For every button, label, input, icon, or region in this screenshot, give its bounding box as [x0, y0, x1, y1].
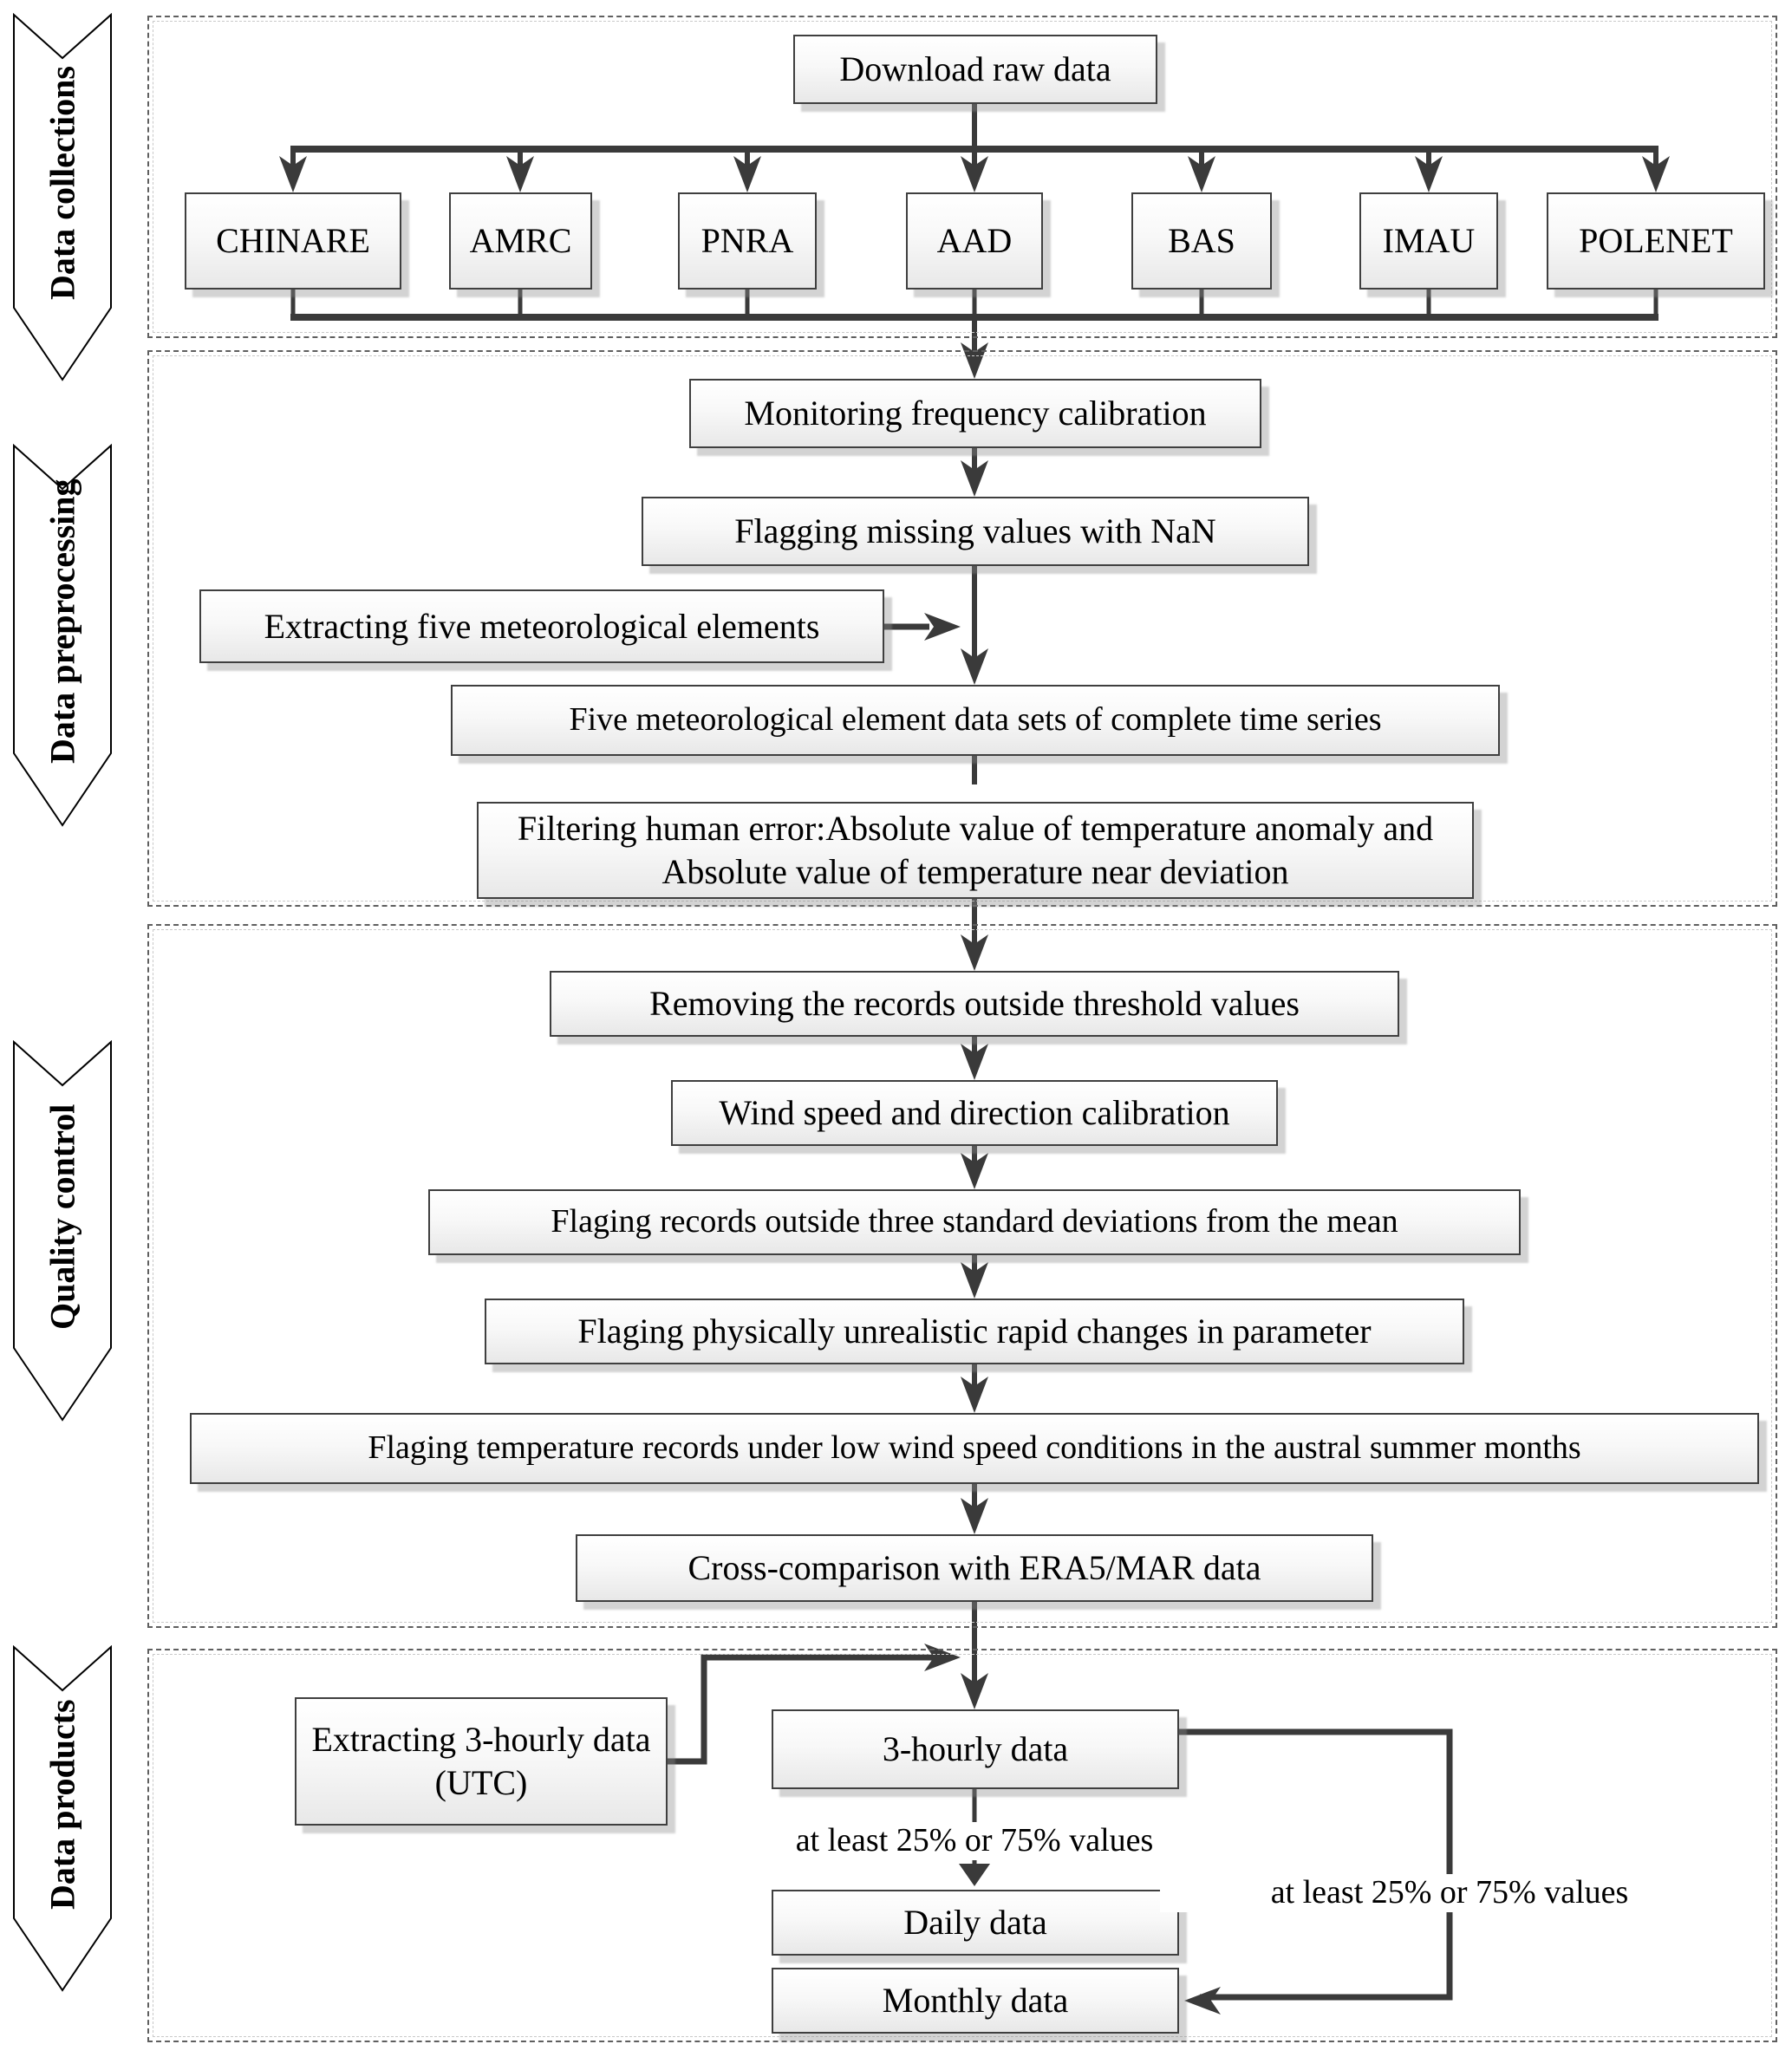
node-3hourly-data: 3-hourly data [772, 1709, 1179, 1789]
node-extracting-3hourly-utc: Extracting 3-hourly data (UTC) [295, 1697, 668, 1826]
banner-data-products: Data products [12, 1645, 113, 1992]
section-frame-data-collections [147, 16, 1777, 338]
node-source-bas: BAS [1131, 192, 1272, 290]
node-source-imau: IMAU [1359, 192, 1498, 290]
banner-arrow-shape [13, 1645, 112, 1992]
banner-label: Data collections [42, 66, 82, 301]
node-cross-comparison-era5-mar: Cross-comparison with ERA5/MAR data [576, 1534, 1373, 1602]
label-monthly-condition: at least 25% or 75% values [1160, 1874, 1739, 1912]
node-removing-records-threshold: Removing the records outside threshold v… [550, 971, 1399, 1037]
node-extracting-five-elements: Extracting five meteorological elements [199, 589, 884, 663]
node-download-raw-data: Download raw data [793, 35, 1157, 104]
node-wind-calibration: Wind speed and direction calibration [671, 1080, 1278, 1146]
banner-data-preprocessing: Data preprocessing [12, 444, 113, 827]
section-frame-data-preprocessing [147, 350, 1777, 907]
banner-arrow-shape [13, 13, 112, 381]
node-five-element-data-sets: Five meteorological element data sets of… [451, 685, 1500, 756]
banner-data-collections: Data collections [12, 13, 113, 381]
node-daily-data: Daily data [772, 1890, 1179, 1956]
node-source-polenet: POLENET [1547, 192, 1765, 290]
banner-label: Data products [42, 1699, 82, 1911]
node-monthly-data: Monthly data [772, 1968, 1179, 2034]
node-flag-low-wind-summer: Flaging temperature records under low wi… [190, 1413, 1759, 1484]
banner-quality-control: Quality control [12, 1040, 113, 1422]
section-frame-quality-control [147, 924, 1777, 1628]
label-daily-condition: at least 25% or 75% values [685, 1822, 1264, 1860]
node-source-chinare: CHINARE [185, 192, 401, 290]
node-source-aad: AAD [906, 192, 1043, 290]
node-filtering-human-error: Filtering human error:Absolute value of … [477, 802, 1474, 899]
node-monitoring-frequency-calibration: Monitoring frequency calibration [689, 379, 1261, 448]
banner-label: Quality control [42, 1103, 82, 1331]
node-flag-rapid-changes: Flaging physically unrealistic rapid cha… [485, 1299, 1464, 1364]
node-flag-three-sd: Flaging records outside three standard d… [428, 1189, 1521, 1255]
banner-arrow-shape [13, 444, 112, 827]
banner-label: Data preprocessing [42, 478, 82, 765]
section-frame-data-products [147, 1649, 1777, 2042]
node-flagging-missing-values: Flagging missing values with NaN [642, 497, 1309, 566]
banner-arrow-shape [13, 1040, 112, 1422]
node-source-pnra: PNRA [678, 192, 817, 290]
node-source-amrc: AMRC [449, 192, 592, 290]
